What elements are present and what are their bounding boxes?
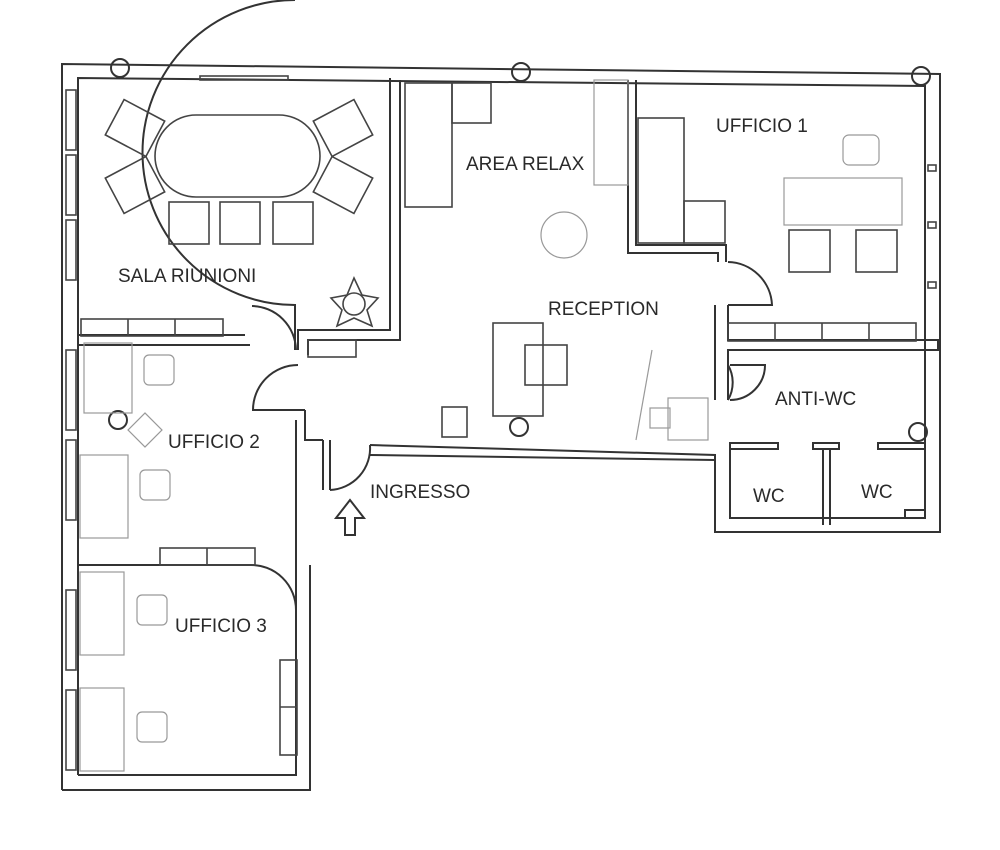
label-ufficio-2: UFFICIO 2 xyxy=(168,432,260,453)
office-2-3-furniture xyxy=(79,342,298,772)
label-reception: RECEPTION xyxy=(548,299,659,320)
outer-walls xyxy=(61,62,941,791)
label-ufficio-1: UFFICIO 1 xyxy=(716,116,808,137)
plant-icon xyxy=(329,276,380,328)
label-anti-wc: ANTI-WC xyxy=(775,389,856,410)
internal-walls xyxy=(78,78,939,566)
doors xyxy=(141,0,774,611)
office-1-furniture xyxy=(637,117,917,342)
columns xyxy=(108,58,931,442)
room-labels: SALA RIUNIONI AREA RELAX UFFICIO 1 RECEP… xyxy=(118,116,893,637)
label-ufficio-3: UFFICIO 3 xyxy=(175,616,267,637)
meeting-table-group xyxy=(80,98,380,337)
label-area-relax: AREA RELAX xyxy=(466,154,585,175)
entrance-arrow-icon xyxy=(333,498,367,536)
reception-furniture xyxy=(307,79,709,441)
label-sala-riunioni: SALA RIUNIONI xyxy=(118,266,256,287)
label-wc-left: WC xyxy=(753,486,785,507)
label-ingresso: INGRESSO xyxy=(370,482,470,503)
windows xyxy=(65,75,937,771)
label-wc-right: WC xyxy=(861,482,893,503)
